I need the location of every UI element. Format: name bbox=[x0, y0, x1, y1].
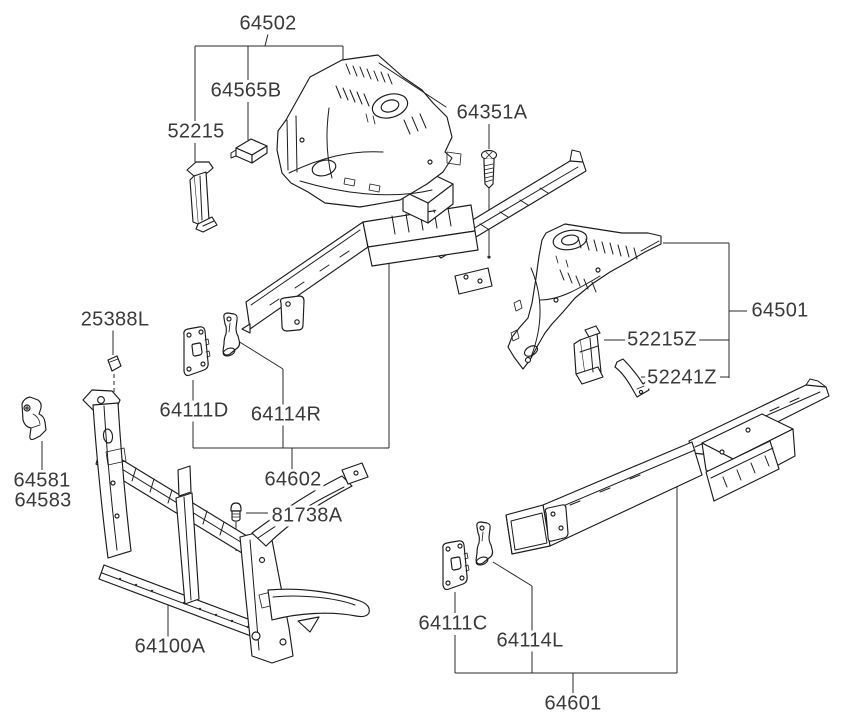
part-label-64581: 64581 bbox=[11, 469, 73, 492]
direction-arrow-marker bbox=[241, 323, 251, 334]
bracket-64581-64583-drawing bbox=[21, 396, 47, 441]
side-member-assembly-rh-64602-drawing bbox=[245, 149, 587, 332]
fender-apron-assembly-lh-64501-drawing bbox=[507, 223, 662, 370]
part-label-64501: 64501 bbox=[749, 299, 811, 322]
part-label-25388l: 25388L bbox=[78, 308, 152, 331]
bracket-64565b-drawing bbox=[230, 138, 268, 164]
part-label-64114r: 64114R bbox=[248, 403, 324, 426]
strut-52215-drawing bbox=[186, 161, 218, 233]
part-label-64114l: 64114L bbox=[494, 629, 566, 652]
radiator-support-64100a-drawing bbox=[82, 389, 370, 664]
sensor-bracket-25388l-drawing bbox=[107, 355, 122, 372]
part-label-52215z: 52215Z bbox=[625, 328, 699, 351]
part-label-64111d: 64111D bbox=[157, 399, 231, 422]
part-label-64583: 64583 bbox=[12, 489, 74, 512]
part-label-52241z: 52241Z bbox=[645, 366, 719, 389]
leader-lines bbox=[41, 33, 747, 693]
part-label-64502: 64502 bbox=[237, 12, 299, 35]
hook-64114r-drawing bbox=[222, 312, 241, 357]
side-member-assembly-lh-64601-drawing bbox=[505, 378, 830, 555]
part-label-81738a: 81738A bbox=[269, 504, 345, 527]
part-label-64565b: 64565B bbox=[208, 79, 284, 102]
strut-52215z-drawing bbox=[573, 325, 604, 385]
part-label-64351a: 64351A bbox=[454, 101, 530, 124]
part-label-64111c: 64111C bbox=[416, 612, 490, 635]
part-label-64601: 64601 bbox=[542, 692, 604, 715]
strip-52241z-drawing bbox=[614, 358, 650, 398]
plate-64111c-drawing bbox=[442, 540, 470, 591]
part-label-52215: 52215 bbox=[165, 120, 227, 143]
clip-81738a-drawing bbox=[230, 502, 242, 522]
part-label-64100a: 64100A bbox=[132, 635, 208, 658]
screw-64351a-drawing bbox=[480, 149, 498, 189]
fender-apron-assembly-rh-64502-drawing bbox=[276, 54, 462, 208]
hook-64114l-drawing bbox=[474, 521, 494, 568]
part-label-64602: 64602 bbox=[262, 468, 324, 491]
plate-64111d-drawing bbox=[183, 326, 211, 377]
